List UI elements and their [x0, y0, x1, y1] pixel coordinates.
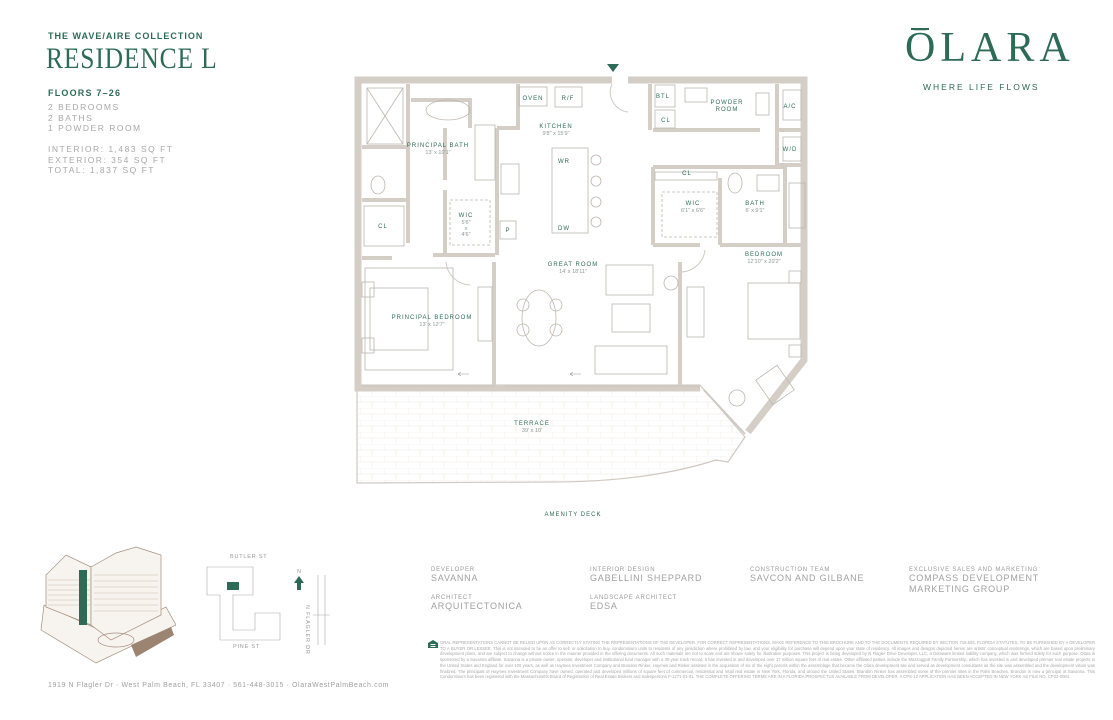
exterior-area: EXTERIOR: 354 SQ FT [48, 154, 167, 165]
credit-label: LANDSCAPE ARCHITECT [590, 595, 678, 601]
label-principal-bedroom: PRINCIPAL BEDROOM [392, 315, 473, 321]
label-oven: OVEN [522, 96, 543, 102]
credit-label: INTERIOR DESIGN [590, 567, 656, 573]
label-wr: WR [558, 159, 570, 165]
label-powder: POWDER [711, 100, 744, 106]
street-flagler: N FLAGLER DR [304, 605, 310, 655]
credit-label: CONSTRUCTION TEAM [750, 567, 831, 573]
credit-label: ARCHITECT [431, 595, 473, 601]
room-counts: 2 BEDROOMS 2 BATHS 1 POWDER ROOM [48, 102, 142, 134]
footer-address: 1919 N Flagler Dr · West Palm Beach, FL … [48, 682, 390, 689]
credit-label: DEVELOPER [431, 567, 475, 573]
residence-title: RESIDENCE L [46, 42, 218, 75]
dim-wic-principal-b: 4'6" [461, 232, 470, 238]
baths-count: 2 BATHS [48, 112, 94, 123]
terrace-area [356, 384, 746, 484]
credit-sales-marketing: EXCLUSIVE SALES AND MARKETING COMPASS DE… [909, 567, 1059, 595]
floor-plan: OVEN R/F KITCHEN 9'8" x 15'9" PRINCIPAL … [354, 64, 808, 518]
credit-architect: ARCHITECT ARQUITECTONICA [431, 595, 523, 612]
label-closet-entry: CL [661, 118, 671, 124]
dim-wic-principal-a: 5'6" [461, 220, 470, 226]
credit-value: ARQUITECTONICA [431, 601, 523, 611]
credit-developer: DEVELOPER SAVANNA [431, 567, 478, 584]
label-terrace: TERRACE [514, 421, 550, 427]
floors-range: FLOORS 7–26 [48, 88, 122, 98]
collection-name: THE WAVE/AIRE COLLECTION [48, 31, 204, 41]
entry-arrow-icon [607, 64, 619, 72]
fixtures [361, 84, 806, 407]
dim-principal-bath: 13' x 10'1" [425, 150, 450, 156]
bedrooms-count: 2 BEDROOMS [48, 102, 120, 112]
label-powder-room: ROOM [716, 107, 739, 113]
residence-highlight [79, 570, 87, 625]
label-rf: R/F [562, 96, 575, 102]
dim-bath: 6' x 9'1" [745, 208, 764, 214]
equal-housing-icon [428, 640, 438, 648]
label-wic-bedroom: WIC [686, 201, 701, 207]
dim-wic-principal-x: x [465, 226, 468, 232]
label-pantry: P [505, 228, 510, 234]
credit-construction-team: CONSTRUCTION TEAM SAVCON AND GILBANE [750, 567, 864, 584]
label-ac: A/C [783, 104, 796, 110]
credit-value: GABELLINI SHEPPARD [590, 573, 703, 583]
brand-tagline: WHERE LIFE FLOWS [923, 82, 1040, 92]
label-amenity-deck: AMENITY DECK [545, 512, 602, 518]
dim-wic-bedroom: 6'1" x 6'6" [681, 208, 705, 214]
credit-landscape-architect: LANDSCAPE ARCHITECT EDSA [590, 595, 677, 612]
unit-location-highlight [227, 582, 239, 590]
label-wd: W/D [783, 147, 798, 153]
logo-macron [911, 28, 929, 30]
label-wic-principal: WIC [459, 213, 474, 219]
dim-kitchen: 9'8" x 15'9" [542, 131, 569, 137]
legal-disclaimer: ORAL REPRESENTATIONS CANNOT BE RELIED UP… [440, 640, 1095, 680]
brand-logo: ŌLARA [905, 25, 1075, 71]
north-arrow-icon [294, 576, 304, 590]
dim-great-room: 14' x 18'11" [559, 269, 587, 275]
label-kitchen: KITCHEN [539, 124, 572, 130]
dim-bedroom: 12'10" x 20'2" [747, 259, 780, 265]
powder-count: 1 POWDER ROOM [48, 123, 142, 133]
total-area: TOTAL: 1,837 SQ FT [48, 165, 155, 175]
dim-terrace: 39' x 10' [522, 428, 542, 434]
building-illustration [40, 546, 176, 664]
credit-value: EDSA [590, 601, 618, 611]
label-dw: DW [558, 226, 570, 232]
label-principal-bath: PRINCIPAL BATH [407, 143, 469, 149]
exterior-walls [354, 76, 808, 435]
label-btl: BTL [656, 94, 670, 100]
credit-interior-design: INTERIOR DESIGN GABELLINI SHEPPARD [590, 567, 702, 584]
credit-label: EXCLUSIVE SALES AND MARKETING [909, 567, 1039, 573]
dim-principal-bedroom: 13' x 12'7" [419, 322, 444, 328]
credit-value: COMPASS DEVELOPMENT MARKETING GROUP [909, 573, 1039, 594]
label-great-room: GREAT ROOM [548, 262, 598, 268]
area-summary: INTERIOR: 1,483 SQ FT EXTERIOR: 354 SQ F… [48, 144, 174, 176]
street-pine: PINE ST [233, 644, 260, 650]
interior-area: INTERIOR: 1,483 SQ FT [48, 144, 174, 154]
label-closet-bedroom: CL [682, 171, 692, 177]
label-bedroom: BEDROOM [745, 252, 783, 258]
credit-value: SAVCON AND GILBANE [750, 573, 865, 583]
street-butler: BUTLER ST [230, 554, 267, 560]
north-label: N [297, 569, 302, 575]
site-map: BUTLER ST PINE ST N N FLAGLER DR [206, 554, 330, 655]
credit-value: SAVANNA [431, 573, 479, 583]
label-bath: BATH [745, 201, 765, 207]
interior-walls [362, 84, 804, 385]
label-closet-principal: CL [378, 224, 388, 230]
